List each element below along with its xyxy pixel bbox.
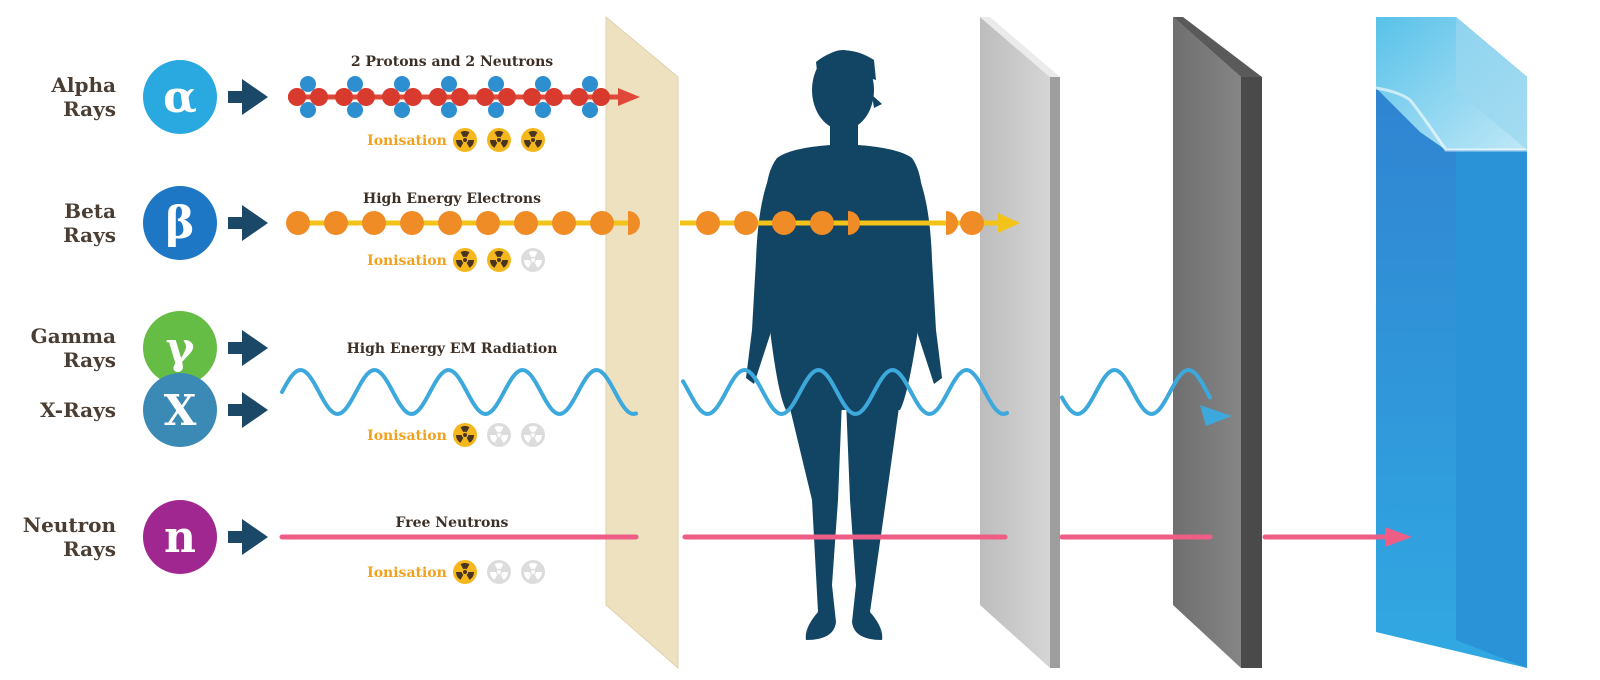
gamma-ionisation-label: Ionisation [367,428,447,444]
lead-barrier [1173,17,1262,668]
paper-barrier [605,15,679,670]
electron-particle [696,211,720,235]
radiation-hazard-icon [487,248,511,272]
right-arrow-icon [228,392,268,428]
neutron-symbol-badge: n [143,500,217,574]
electron-particle [552,211,576,235]
xray-symbol: X [164,386,197,435]
neutron-symbol: n [164,512,196,563]
beta-symbol: β [165,198,194,249]
electron-particle [946,211,958,235]
right-arrow-icon [228,519,268,555]
neutron-label-line: Neutron [23,513,117,537]
beta-description: High Energy Electrons [363,191,541,207]
gamma-description: High Energy EM Radiation [347,341,558,357]
radiation-hazard-icon [521,560,545,584]
alpha-symbol: α [163,72,197,123]
alpha-particle [382,76,422,118]
radiation-hazard-icon [453,128,477,152]
electron-particle [810,211,834,235]
electron-particle [362,211,386,235]
electron-particle [476,211,500,235]
gamma-label-line: Rays [63,348,116,372]
aluminium-barrier [980,17,1060,668]
electron-particle [324,211,348,235]
alpha-particle [570,76,610,118]
electron-particle [438,211,462,235]
alpha-label-line: Rays [63,97,116,121]
electron-particle [514,211,538,235]
radiation-hazard-icon [487,423,511,447]
electron-particle [628,211,640,235]
beta-symbol-badge: β [143,186,217,260]
radiation-hazard-icon [453,248,477,272]
electron-particle [772,211,796,235]
alpha-symbol-badge: α [143,60,217,134]
gamma-label-line: Gamma [31,324,116,348]
electron-particle [286,211,310,235]
right-arrow-icon [228,205,268,241]
electron-particle [400,211,424,235]
beta-ionisation-label: Ionisation [367,253,447,269]
gamma-symbol: γ [165,323,195,374]
neutron-label-line: Rays [63,537,116,561]
alpha-particle [288,76,328,118]
radiation-hazard-icon [453,560,477,584]
radiation-hazard-icon [487,560,511,584]
radiation-hazard-icon [487,128,511,152]
right-arrow-icon [228,330,268,366]
alpha-beam [288,76,640,118]
label-xray: X-Rays [40,398,116,422]
electron-particle [848,211,860,235]
neutron-description: Free Neutrons [396,515,509,531]
alpha-particle [523,76,563,118]
radiation-hazard-icon [453,423,477,447]
electron-particle [960,211,984,235]
alpha-particle [335,76,375,118]
alpha-particle [429,76,469,118]
alpha-description: 2 Protons and 2 Neutrons [351,54,553,70]
right-arrow-icon [228,79,268,115]
beta-label-line: Rays [63,223,116,247]
human-silhouette [746,50,942,640]
xray-symbol-badge: X [143,373,217,447]
radiation-hazard-icon [521,128,545,152]
alpha-label-line: Alpha [50,73,116,97]
beta-label-line: Beta [64,199,116,223]
gamma-xray-wave [280,367,1232,426]
electron-particle [734,211,758,235]
alpha-particle [476,76,516,118]
beta-beam [286,211,1020,235]
neutron-beam [279,527,1412,547]
gamma-symbol-badge: γ [143,311,217,385]
xray-label-line: X-Rays [40,398,116,422]
radiation-hazard-icon [521,423,545,447]
neutron-ionisation-label: Ionisation [367,565,447,581]
radiation-hazard-icon [521,248,545,272]
electron-particle [590,211,614,235]
alpha-ionisation-label: Ionisation [367,133,447,149]
water-barrier [1375,17,1527,668]
